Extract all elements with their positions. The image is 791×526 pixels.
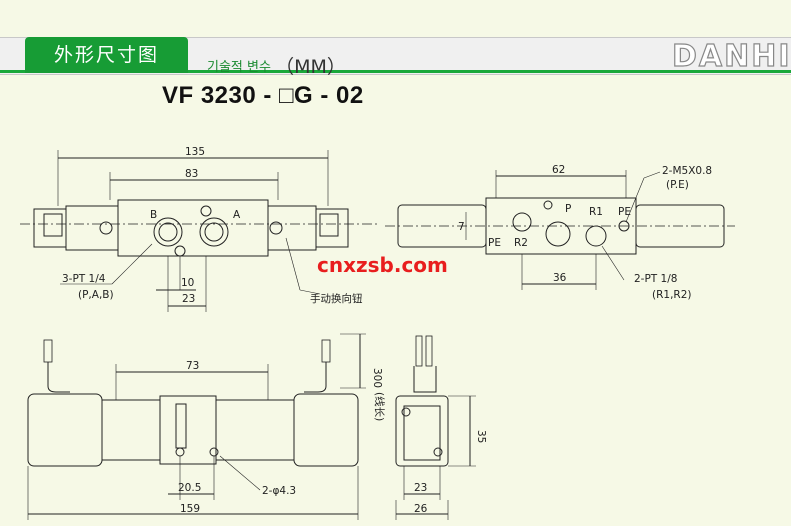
dim-20-5: 20.5 bbox=[178, 482, 201, 494]
callout-thread: 2-M5X0.8 bbox=[662, 165, 712, 177]
port-label-a: A bbox=[233, 209, 241, 221]
port-label-r2: R2 bbox=[514, 237, 528, 249]
wire-note: (线长) bbox=[373, 392, 386, 421]
brand-logo: DANHI bbox=[671, 39, 791, 74]
bottom-view bbox=[385, 170, 735, 290]
model-number: VF 3230 - □G - 02 bbox=[162, 82, 364, 109]
port-label-pe-left: PE bbox=[488, 237, 501, 249]
dim-62: 62 bbox=[552, 164, 565, 176]
dim-36: 36 bbox=[553, 272, 567, 284]
dim-35: 35 bbox=[475, 430, 487, 443]
callout-exhaust-sub: (R1,R2) bbox=[652, 289, 691, 301]
subtitle-text: 기술적 변수 bbox=[207, 60, 271, 75]
dim-23: 23 bbox=[182, 293, 195, 305]
dim-10: 10 bbox=[181, 277, 194, 289]
callout-exhaust: 2-PT 1/8 bbox=[634, 273, 677, 285]
dim-159: 159 bbox=[180, 503, 200, 515]
top-view bbox=[20, 150, 380, 312]
port-label-b: B bbox=[150, 209, 157, 221]
dim-73: 73 bbox=[186, 360, 199, 372]
callout-manual: 手动换向钮 bbox=[310, 292, 363, 305]
dim-7: 7 bbox=[458, 221, 465, 233]
dim-23-end: 23 bbox=[414, 482, 427, 494]
section-title-tab: 外形尺寸图 bbox=[25, 37, 188, 73]
callout-port: 3-PT 1/4 bbox=[62, 273, 106, 285]
dim-83: 83 bbox=[185, 168, 198, 180]
callout-holes: 2-φ4.3 bbox=[262, 485, 296, 497]
header-underline bbox=[0, 37, 791, 73]
dim-26: 26 bbox=[414, 503, 428, 515]
callout-port-sub: (P,A,B) bbox=[78, 289, 114, 301]
port-label-r1: R1 bbox=[589, 206, 603, 218]
callout-thread-sub: (P.E) bbox=[666, 179, 689, 191]
unit-label: （MM） bbox=[275, 56, 346, 78]
end-view bbox=[395, 335, 476, 520]
dim-135: 135 bbox=[185, 146, 205, 158]
dim-300: 300 bbox=[371, 368, 383, 388]
section-subtitle: 기술적 변수 （MM） bbox=[207, 50, 346, 78]
port-label-pe-right: PE bbox=[618, 206, 631, 218]
side-view bbox=[27, 333, 366, 520]
watermark: cnxzsb.com bbox=[317, 253, 448, 277]
port-label-p: P bbox=[565, 203, 571, 215]
